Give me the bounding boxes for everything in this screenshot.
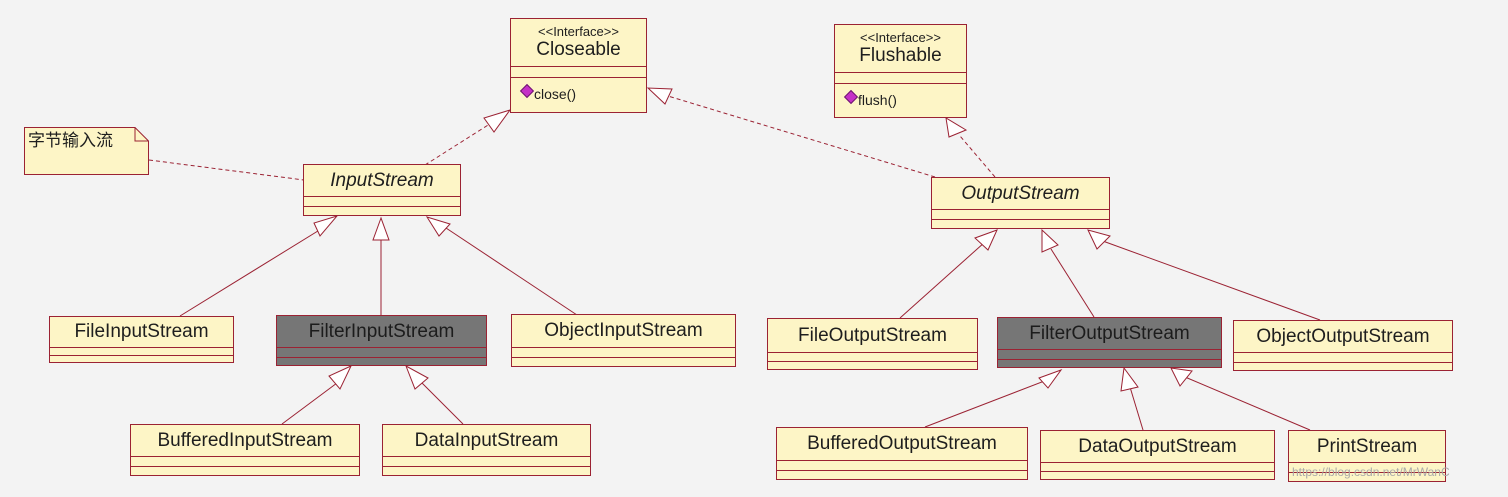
- buffered-input-stream-name: BufferedInputStream: [131, 425, 359, 457]
- note-shape: [24, 127, 149, 175]
- print-stream-name: PrintStream: [1289, 431, 1445, 463]
- output-stream-operations: [932, 220, 1109, 229]
- file-output-stream-operations: [768, 362, 977, 370]
- data-input-stream-attributes: [383, 457, 590, 467]
- data-input-stream-operations: [383, 467, 590, 476]
- buffered-input-stream-attributes: [131, 457, 359, 467]
- input-stream-operations: [304, 207, 460, 216]
- file-output-stream-name: FileOutputStream: [768, 319, 977, 353]
- buffered-output-stream-name: BufferedOutputStream: [777, 428, 1027, 461]
- gen-objectoutput-outputstream: [1099, 239, 1321, 321]
- data-output-stream-attributes: [1041, 463, 1274, 472]
- gen-datainput-filterinput: [420, 381, 464, 425]
- arrowhead-outputstream-left: [974, 229, 998, 251]
- gen-objectinput-inputstream: [445, 227, 578, 316]
- flushable-stereotype: <<Interface>>: [860, 30, 941, 45]
- object-output-stream-attributes: [1234, 353, 1452, 363]
- arrowhead-outputstream-right: [1087, 229, 1111, 250]
- class-file-input-stream[interactable]: FileInputStream: [49, 316, 234, 363]
- output-stream-attributes: [932, 210, 1109, 220]
- arrowhead-filterinput-right: [405, 364, 429, 390]
- gen-bufferedoutput-filteroutput: [924, 379, 1048, 428]
- arrowhead-filteroutput-left: [1038, 368, 1063, 389]
- class-file-output-stream[interactable]: FileOutputStream: [767, 318, 978, 370]
- note-link: [148, 159, 305, 181]
- class-filter-output-stream[interactable]: FilterOutputStream: [997, 317, 1222, 368]
- filter-input-stream-name: FilterInputStream: [277, 316, 486, 348]
- class-filter-input-stream[interactable]: FilterInputStream: [276, 315, 487, 366]
- realization-inputstream-closeable: [424, 119, 497, 166]
- arrowhead-outputstream-mid: [1041, 228, 1059, 253]
- closeable-operation: close(): [534, 86, 577, 102]
- gen-fileoutput-outputstream: [899, 241, 986, 319]
- arrowhead-inputstream-right: [425, 216, 451, 237]
- interface-flushable[interactable]: <<Interface>> Flushable flush(): [834, 24, 967, 118]
- closeable-operations: close(): [511, 78, 646, 102]
- gen-fileinput-inputstream: [179, 225, 327, 317]
- gen-filteroutput-outputstream: [1050, 248, 1095, 318]
- input-stream-name: InputStream: [304, 165, 460, 197]
- object-input-stream-name: ObjectInputStream: [512, 315, 735, 348]
- class-buffered-output-stream[interactable]: BufferedOutputStream: [776, 427, 1028, 480]
- arrowhead-inputstream-left: [313, 215, 339, 237]
- gen-dataoutput-filteroutput: [1129, 386, 1144, 431]
- interface-closeable[interactable]: <<Interface>> Closeable close(): [510, 18, 647, 113]
- closeable-attributes: [511, 67, 646, 78]
- output-stream-name: OutputStream: [932, 178, 1109, 210]
- realization-outputstream-flushable: [959, 135, 996, 178]
- buffered-output-stream-operations: [777, 471, 1027, 480]
- input-stream-attributes: [304, 197, 460, 207]
- object-input-stream-operations: [512, 358, 735, 367]
- object-input-stream-attributes: [512, 348, 735, 358]
- file-input-stream-name: FileInputStream: [50, 317, 233, 348]
- file-output-stream-attributes: [768, 353, 977, 362]
- arrowhead-filterinput-left: [328, 364, 353, 390]
- print-stream-attributes: [1289, 463, 1445, 473]
- class-data-output-stream[interactable]: DataOutputStream: [1040, 430, 1275, 480]
- arrowhead-closeable-input: [483, 109, 512, 133]
- realization-outputstream-closeable: [667, 95, 936, 178]
- watermark: https://blog.csdn.net/MrWanC: [1292, 465, 1450, 479]
- file-input-stream-operations: [50, 356, 233, 363]
- operation-icon: [843, 89, 859, 105]
- filter-input-stream-attributes: [277, 348, 486, 358]
- arrowhead-inputstream-mid: [372, 216, 390, 241]
- class-print-stream[interactable]: PrintStream: [1288, 430, 1446, 482]
- class-object-output-stream[interactable]: ObjectOutputStream: [1233, 320, 1453, 371]
- note-byte-input-stream: 字节输入流: [24, 127, 149, 175]
- arrowhead-filteroutput-right: [1170, 367, 1193, 387]
- class-output-stream[interactable]: OutputStream: [931, 177, 1110, 229]
- gen-print-filteroutput: [1184, 376, 1311, 431]
- filter-output-stream-attributes: [998, 350, 1221, 360]
- class-object-input-stream[interactable]: ObjectInputStream: [511, 314, 736, 367]
- object-output-stream-operations: [1234, 363, 1452, 371]
- buffered-input-stream-operations: [131, 467, 359, 476]
- arrowhead-flushable: [945, 117, 968, 138]
- filter-input-stream-operations: [277, 358, 486, 366]
- file-input-stream-attributes: [50, 348, 233, 356]
- flushable-operations: flush(): [835, 84, 966, 108]
- flushable-operation: flush(): [858, 92, 897, 108]
- flushable-attributes: [835, 73, 966, 84]
- data-output-stream-operations: [1041, 472, 1274, 480]
- gen-bufferedinput-filterinput: [281, 382, 338, 425]
- note-text: 字节输入流: [28, 131, 113, 150]
- filter-output-stream-operations: [998, 360, 1221, 368]
- class-data-input-stream[interactable]: DataInputStream: [382, 424, 591, 476]
- flushable-name: Flushable: [835, 45, 966, 73]
- closeable-stereotype: <<Interface>>: [538, 24, 619, 39]
- class-input-stream[interactable]: InputStream: [303, 164, 461, 216]
- data-output-stream-name: DataOutputStream: [1041, 431, 1274, 463]
- arrowhead-filteroutput-mid: [1120, 366, 1139, 392]
- filter-output-stream-name: FilterOutputStream: [998, 318, 1221, 350]
- closeable-name: Closeable: [511, 39, 646, 67]
- object-output-stream-name: ObjectOutputStream: [1234, 321, 1452, 353]
- data-input-stream-name: DataInputStream: [383, 425, 590, 457]
- buffered-output-stream-attributes: [777, 461, 1027, 471]
- class-buffered-input-stream[interactable]: BufferedInputStream: [130, 424, 360, 476]
- arrowhead-closeable-output: [646, 87, 673, 105]
- operation-icon: [519, 83, 535, 99]
